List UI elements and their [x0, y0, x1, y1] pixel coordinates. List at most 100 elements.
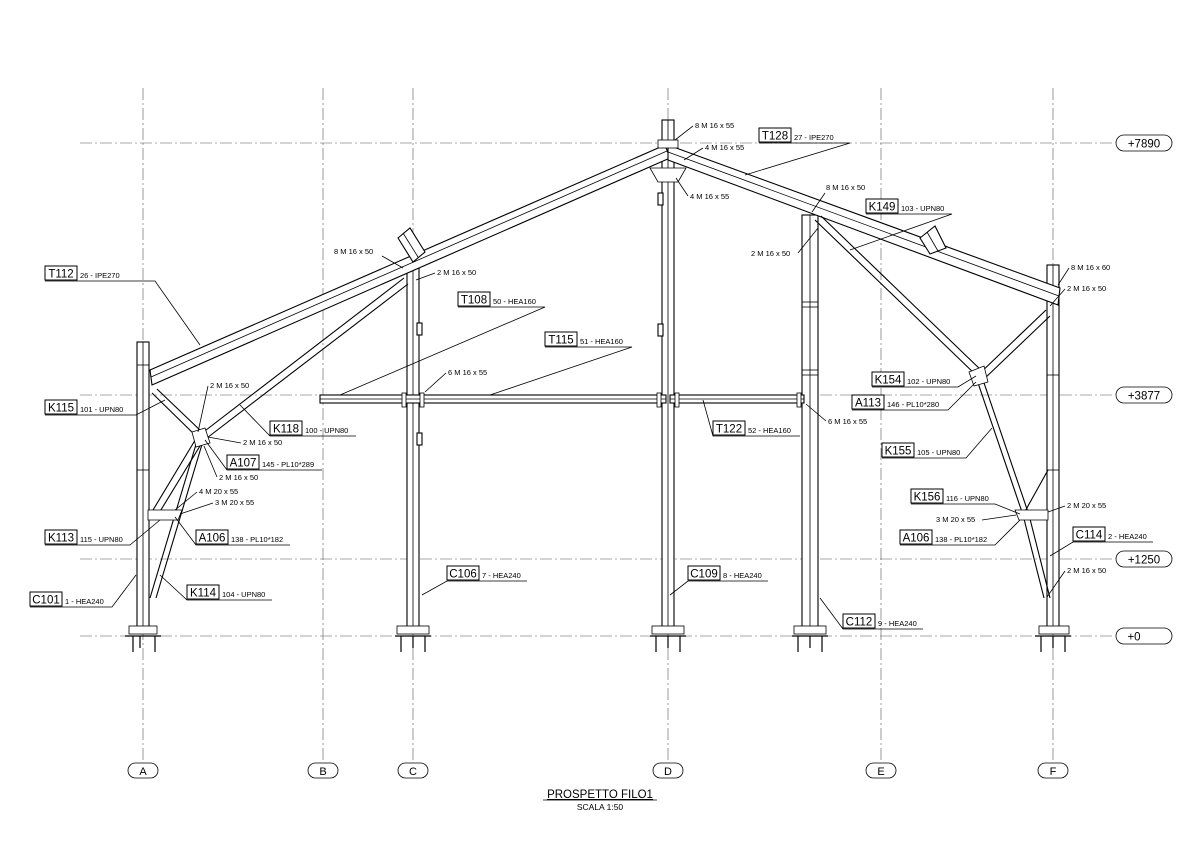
member-tag: A113 146 - PL10*280	[851, 381, 977, 411]
level-label: +3877	[1128, 391, 1160, 403]
column-c101	[136, 341, 150, 629]
member-tag-id: T115	[548, 335, 573, 347]
bolt-note: 8 M 16 x 60	[1071, 263, 1110, 272]
bolt-note: 2 M 20 x 55	[1067, 501, 1106, 510]
member-tag-desc: 145 - PL10*289	[262, 460, 314, 469]
rafter-t128	[667, 144, 1061, 306]
member-tag-id: C114	[1076, 530, 1103, 542]
member-tag-id: K118	[273, 424, 299, 436]
beam-t122	[669, 394, 805, 404]
axis-badges: A B C D E F	[127, 762, 1069, 779]
level-label: +1250	[1128, 555, 1160, 567]
member-tag-id: T108	[461, 295, 487, 307]
ridge-connection	[649, 139, 687, 183]
member-tag-id: C101	[32, 595, 60, 607]
bolt-note: 2 M 16 x 50	[1067, 566, 1106, 575]
axis-label: D	[664, 766, 672, 778]
member-tag-desc: 27 - IPE270	[794, 133, 834, 142]
level-badges: +7890 +3877 +1250 +0	[1115, 134, 1173, 645]
member-tag: C114 2 - HEA240	[1049, 526, 1153, 557]
member-tag-desc: 52 - HEA160	[748, 426, 791, 435]
roof-cleat-left	[397, 227, 426, 263]
member-tag: T115 51 - HEA160	[489, 331, 633, 396]
column-c109	[657, 119, 675, 629]
axis-badge: C	[397, 762, 429, 779]
member-tag-desc: 50 - HEA160	[493, 297, 536, 306]
member-tag-id: A106	[903, 533, 930, 545]
axis-badge: E	[865, 762, 897, 779]
brace-k115	[151, 388, 204, 438]
column-base-e	[792, 625, 828, 652]
member-tag-desc: 7 - HEA240	[482, 571, 521, 580]
member-tag: K156 116 - UPN80	[910, 488, 1021, 515]
member-tag: K149 103 - UPN80	[849, 198, 953, 251]
level-badge: +7890	[1115, 134, 1173, 152]
bolt-note: 2 M 16 x 50	[243, 438, 282, 447]
member-tag-id: T128	[762, 131, 788, 143]
member-tag-id: K156	[914, 492, 941, 504]
member-tag: A106 138 - PL10*182	[899, 519, 1021, 546]
member-tag: K113 115 - UPN80	[44, 519, 161, 546]
member-tag-desc: 104 - UPN80	[222, 590, 265, 599]
member-tag: T122 52 - HEA160	[702, 399, 800, 437]
bolt-note: 8 M 16 x 55	[695, 121, 734, 130]
roof-cleat-right	[919, 225, 947, 255]
brace-k154	[976, 309, 1051, 381]
bolt-note: 2 M 16 x 50	[437, 268, 476, 277]
level-badge: +0	[1115, 627, 1173, 645]
axis-badge: A	[127, 762, 159, 779]
drawing-scale: SCALA 1:50	[577, 802, 624, 812]
member-tag-desc: 8 - HEA240	[723, 571, 762, 580]
member-tag-desc: 26 - IPE270	[80, 271, 120, 280]
level-label: +0	[1127, 632, 1140, 644]
member-tag: K154 102 - UPN80	[871, 371, 977, 388]
member-tag-id: A113	[855, 398, 881, 410]
column-base-a	[125, 625, 161, 652]
column-base-d	[650, 625, 686, 652]
bolt-note: 2 M 16 x 50	[219, 473, 258, 482]
member-tag: K118 100 - UPN80	[239, 404, 356, 437]
gusset-a106-left	[147, 509, 183, 521]
brace-k149	[814, 215, 984, 377]
axis-label: F	[1050, 766, 1057, 778]
level-label: +7890	[1128, 139, 1160, 151]
member-tag-id: C106	[449, 569, 477, 581]
column-base-c	[395, 625, 431, 652]
member-tag: C109 8 - HEA240	[669, 565, 768, 596]
member-tag-desc: 138 - PL10*182	[935, 535, 987, 544]
column-c112	[801, 214, 819, 629]
bolt-notes: 8 M 16 x 55 4 M 16 x 55 4 M 16 x 55 8 M …	[174, 121, 1110, 598]
member-tag-desc: 103 - UPN80	[901, 204, 944, 213]
member-tag: K115 101 - UPN80	[44, 399, 166, 416]
member-tag: C101 1 - HEA240	[29, 574, 137, 608]
member-tag-id: A107	[230, 458, 257, 470]
member-tag: A106 138 - PL10*182	[174, 516, 290, 546]
gusset-a113	[968, 365, 989, 387]
beam-joints	[401, 392, 802, 408]
axis-label: C	[409, 766, 417, 778]
member-tag: A107 145 - PL10*289	[204, 439, 322, 471]
axis-badge: B	[307, 762, 339, 779]
member-tag-id: C109	[690, 569, 718, 581]
bolt-note: 3 M 20 x 55	[215, 498, 254, 507]
member-tags: T112 26 - IPE270 T128 27 - IPE270 K149 1…	[29, 127, 1153, 630]
bolt-note: 8 M 16 x 50	[826, 183, 865, 192]
member-tag-desc: 115 - UPN80	[80, 535, 123, 544]
level-badge: +1250	[1115, 550, 1173, 568]
member-tag: T112 26 - IPE270	[44, 265, 201, 346]
member-tag: T108 50 - HEA160	[339, 291, 546, 396]
bolt-note: 3 M 20 x 55	[936, 515, 975, 524]
bolt-note: 4 M 16 x 55	[705, 143, 744, 152]
column-base-f	[1035, 625, 1071, 652]
bolt-note: 6 M 16 x 55	[448, 368, 487, 377]
member-tag-id: K114	[190, 588, 217, 600]
member-tag-desc: 146 - PL10*280	[887, 400, 939, 409]
gusset-a107	[191, 427, 211, 448]
bolt-note: 4 M 20 x 55	[199, 487, 238, 496]
member-tag-id: T122	[716, 424, 742, 436]
beam-t108-t115	[319, 394, 667, 404]
member-tag-desc: 138 - PL10*182	[231, 535, 283, 544]
brace-k118	[196, 277, 409, 442]
member-tag-desc: 51 - HEA160	[580, 337, 623, 346]
brace-k113	[149, 436, 204, 519]
